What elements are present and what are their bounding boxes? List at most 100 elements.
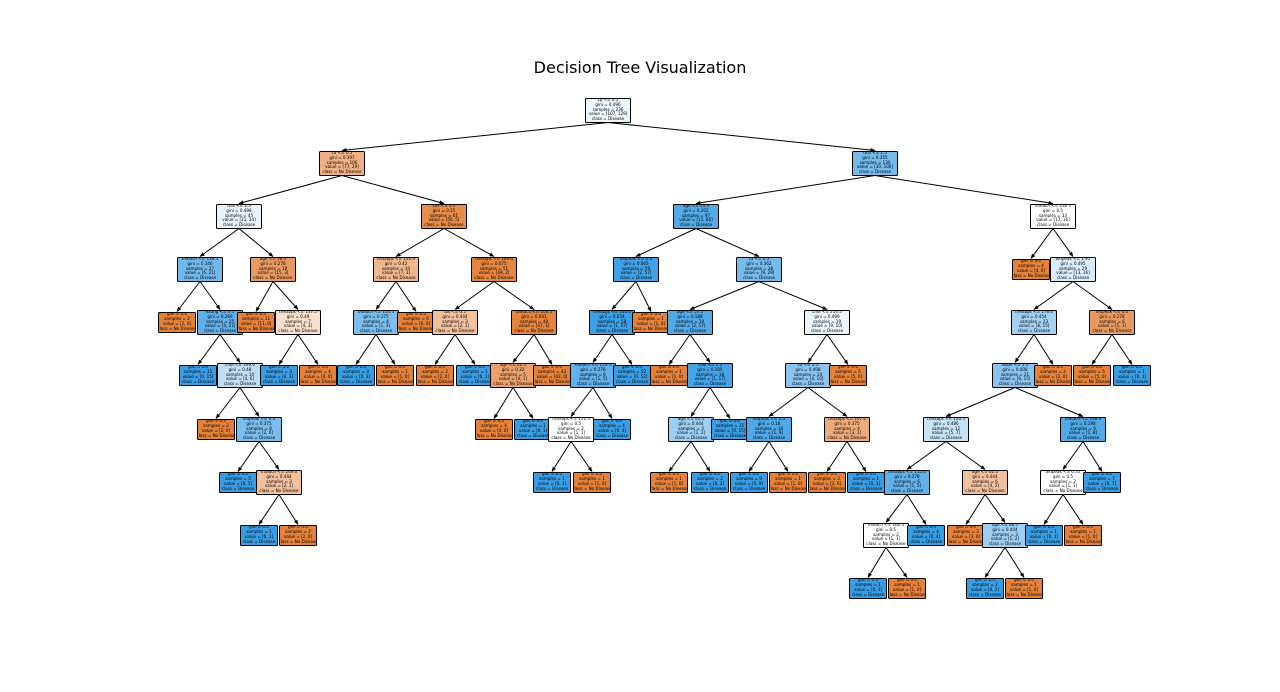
- tree-edge: [395, 281, 417, 312]
- node-text-line: samples = 15: [715, 423, 745, 429]
- node-text-line: samples = 4: [363, 318, 389, 324]
- node-text-line: value = [1, 3]: [361, 323, 391, 329]
- node-text-line: value = [4, 21]: [204, 323, 236, 329]
- tree-edge: [1033, 281, 1074, 310]
- node-text-line: value = [1, 0]: [773, 481, 803, 486]
- node-text-line: value = [1, 2]: [676, 430, 706, 436]
- node-text-line: gini = 0.454: [1021, 313, 1047, 319]
- node-text-line: gini = 0.375: [363, 313, 389, 319]
- node-text-line: class = Disease: [988, 541, 1022, 547]
- node-text-line: slope <= 1.5: [1001, 362, 1029, 368]
- node-text-line: value = [0, 5]: [223, 481, 253, 486]
- tree-edge: [1052, 228, 1074, 257]
- node-text-line: gini = 0.0: [738, 471, 759, 477]
- tree-edge: [695, 228, 760, 257]
- node-text-line: samples = 1: [462, 369, 488, 375]
- node-text-line: class = No Disease: [769, 485, 807, 491]
- node-text-line: class = Disease: [183, 275, 217, 281]
- node-text-line: value = [2, 0]: [283, 534, 313, 539]
- node-text-line: class = Disease: [181, 378, 215, 384]
- node-text-line: value = [11, 86]: [679, 217, 713, 223]
- node-text-line: value = [5, 7]: [931, 430, 961, 436]
- tree-edge: [807, 334, 828, 363]
- node-text-line: gini = 0.034: [599, 313, 625, 319]
- node-text-line: class = No Disease: [322, 169, 362, 175]
- node-text-line: samples = 2: [697, 476, 723, 482]
- tree-edge: [768, 387, 809, 417]
- node-text-line: class = No Disease: [376, 275, 416, 281]
- node-text-line: value = [2, 0]: [420, 374, 450, 379]
- tree-edge: [1043, 494, 1064, 525]
- node-text-line: samples = 15: [183, 369, 213, 375]
- node-text-line: value = [6, 15]: [999, 376, 1031, 382]
- node-text-line: trestbps <= 167.0: [828, 416, 866, 422]
- node-text-line: samples = 48: [519, 318, 549, 324]
- node-text-line: value = [2, 6]: [244, 430, 274, 436]
- tree-edge: [176, 281, 201, 312]
- node-text-line: class = Disease: [615, 378, 649, 384]
- node-text-line: samples = 45: [224, 212, 254, 218]
- node-text-line: class = No Disease: [1043, 488, 1083, 494]
- tree-edge: [297, 334, 319, 365]
- node-text-line: value = [2, 0]: [201, 428, 231, 433]
- tree-edge: [341, 175, 445, 205]
- node-text-line: gini = 0.041: [521, 313, 547, 319]
- node-text-line: samples = 2: [1040, 369, 1066, 375]
- tree-edge: [375, 281, 397, 310]
- node-text-line: samples = 5: [500, 371, 526, 377]
- node-text-line: samples = 1: [853, 476, 879, 482]
- node-text-line: samples = 3: [953, 529, 979, 535]
- node-text-line: trestbps <= 109.0: [475, 256, 513, 262]
- tree-edge: [965, 494, 986, 525]
- node-text-line: samples = 1: [638, 316, 664, 322]
- node-text-line: samples = 1: [1070, 529, 1096, 535]
- node-text-line: gini = 0.444: [678, 420, 704, 426]
- node-text-line: class = No Disease: [253, 275, 293, 281]
- node-text-line: chol <= 210.5: [812, 309, 842, 315]
- node-text-line: value = [2, 1]: [440, 323, 470, 329]
- node-text-line: class = Disease: [851, 591, 885, 597]
- node-text-line: samples = 29: [1058, 265, 1088, 271]
- node-text-line: class = No Disease: [573, 485, 611, 491]
- tree-edge: [874, 175, 1054, 205]
- node-text-line: class = Disease: [262, 378, 296, 384]
- node-text-line: class = Disease: [619, 275, 653, 281]
- node-text-line: value = [1, 0]: [654, 481, 684, 486]
- node-text-line: class = No Disease: [299, 378, 337, 384]
- node-text-line: trestbps <= 126.5: [927, 416, 965, 422]
- node-text-line: gini = 0.0: [581, 471, 602, 477]
- tree-edge: [906, 494, 927, 525]
- tree-edge: [758, 281, 828, 310]
- node-text-line: gini = 0.444: [992, 526, 1018, 532]
- node-text-line: sex <= 0.5: [432, 203, 456, 209]
- node-text-line: ca <= 0.5: [331, 150, 353, 156]
- node-text-line: value = [1, 0]: [577, 481, 607, 486]
- node-text-line: gini = 0.0: [1020, 258, 1041, 264]
- node-text-line: class = No Disease: [947, 538, 985, 544]
- node-text-line: samples = 6: [972, 478, 998, 484]
- node-text-line: value = [15, 3]: [257, 270, 289, 276]
- node-text-line: gini = 0.18: [757, 420, 781, 426]
- tree-edge: [278, 334, 299, 365]
- tree-edge: [238, 228, 274, 257]
- node-text-line: age <= 61.5: [677, 416, 705, 422]
- node-text-line: value = [11, 0]: [240, 321, 272, 326]
- node-text-line: class = No Disease: [866, 541, 906, 547]
- node-text-line: value = [9, 29]: [743, 270, 775, 276]
